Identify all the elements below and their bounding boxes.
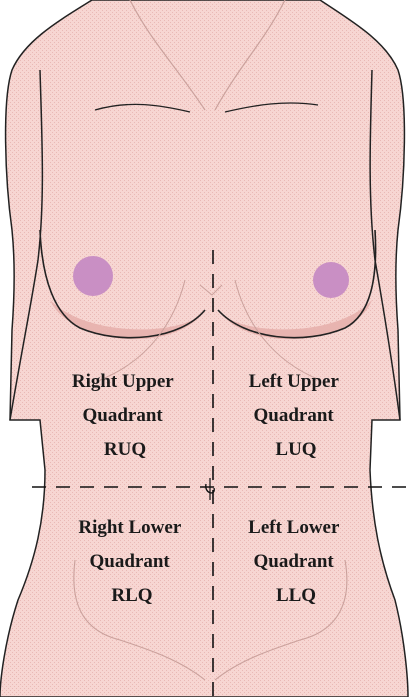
left-areola [73,256,113,296]
luq-line2: Quadrant [254,405,335,426]
ruq-line1: Right Upper [72,371,174,392]
llq-abbr: LLQ [276,585,316,606]
rlq-line1: Right Lower [78,517,181,538]
luq-line1: Left Upper [249,371,340,392]
rlq-abbr: RLQ [111,585,152,606]
ruq-abbr: RUQ [104,439,146,460]
luq-abbr: LUQ [275,439,316,460]
llq-line2: Quadrant [254,551,335,572]
ruq-line2: Quadrant [83,405,164,426]
rlq-line2: Quadrant [90,551,171,572]
right-areola [313,262,349,298]
llq-line1: Left Lower [248,517,340,538]
